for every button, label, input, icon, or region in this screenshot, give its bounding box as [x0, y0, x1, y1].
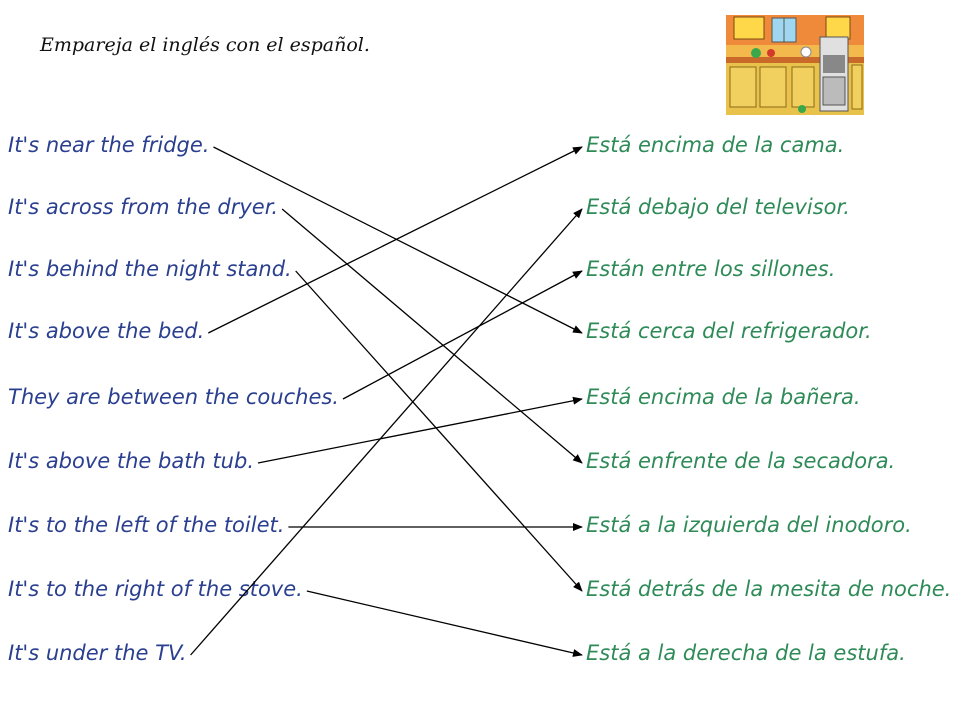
spanish-item[interactable]: Están entre los sillones. — [586, 257, 836, 281]
english-item[interactable]: It's behind the night stand. — [8, 257, 292, 281]
english-item[interactable]: It's near the fridge. — [8, 133, 210, 157]
spanish-item[interactable]: Está encima de la cama. — [586, 133, 845, 157]
spanish-item[interactable]: Está enfrente de la secadora. — [586, 449, 896, 473]
english-item[interactable]: It's across from the dryer. — [8, 195, 279, 219]
spanish-item[interactable]: Está a la derecha de la estufa. — [586, 641, 906, 665]
english-item[interactable]: It's above the bed. — [8, 319, 205, 343]
match-arrow — [295, 270, 583, 592]
spanish-item[interactable]: Está debajo del televisor. — [586, 195, 850, 219]
match-arrow — [213, 146, 583, 334]
english-item[interactable]: It's to the left of the toilet. — [8, 513, 285, 537]
english-item[interactable]: It's above the bath tub. — [8, 449, 254, 473]
spanish-item[interactable]: Está detrás de la mesita de noche. — [586, 577, 952, 601]
english-item[interactable]: It's to the right of the stove. — [8, 577, 303, 601]
english-item[interactable]: They are between the couches. — [8, 385, 339, 409]
kitchen-illustration — [726, 15, 864, 115]
match-arrow — [342, 270, 583, 400]
english-item[interactable]: It's under the TV. — [8, 641, 187, 665]
match-arrow — [306, 590, 583, 657]
instructions-title: Empareja el inglés con el español. — [40, 34, 370, 56]
match-arrow — [281, 208, 583, 464]
spanish-item[interactable]: Está encima de la bañera. — [586, 385, 861, 409]
match-arrow — [207, 146, 583, 334]
spanish-item[interactable]: Está a la izquierda del inodoro. — [586, 513, 912, 537]
spanish-item[interactable]: Está cerca del refrigerador. — [586, 319, 872, 343]
